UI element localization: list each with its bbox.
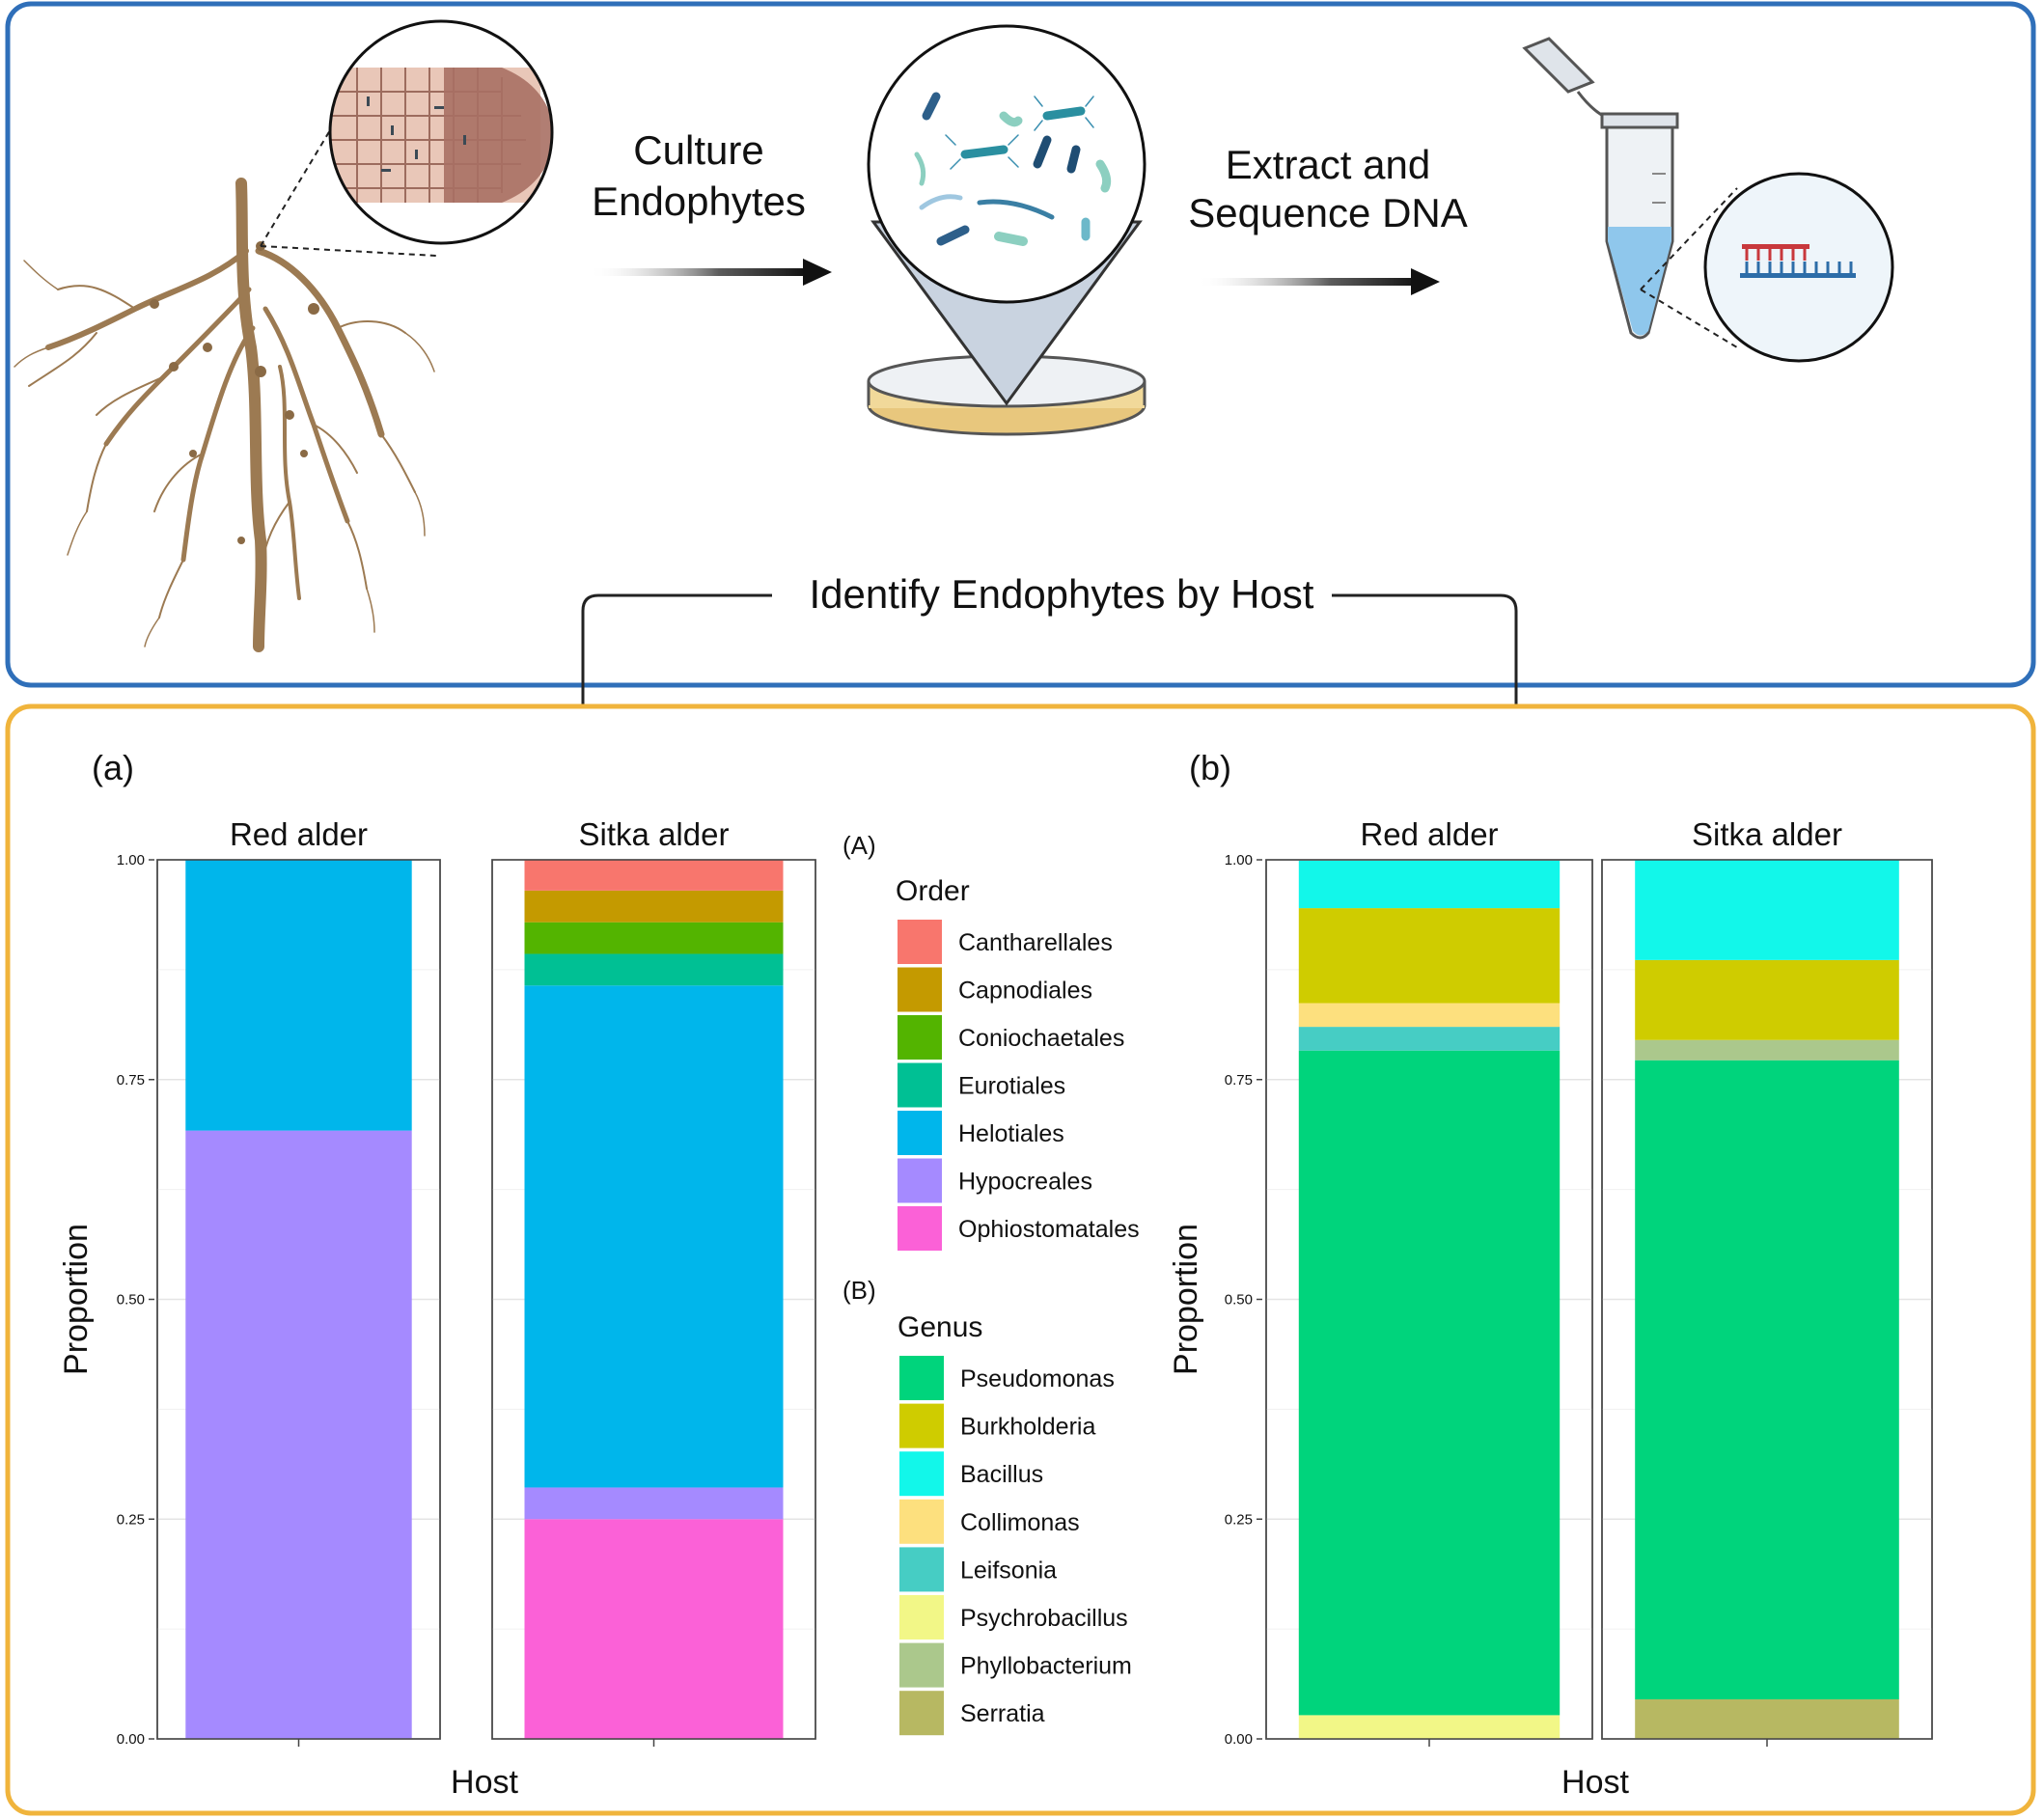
legend-label-psychrobacillus: Psychrobacillus [960, 1605, 1128, 1632]
legend-swatch-leifsonia [899, 1547, 944, 1592]
facet-label-red-alder: Red alder [1360, 816, 1498, 852]
bar-segment-sitka-alder-pseudomonas [1635, 1060, 1899, 1700]
legend-swatch-hypocreales [898, 1158, 942, 1203]
y-tick-label: 0.50 [117, 1292, 145, 1309]
legend-tag-b: (B) [842, 1276, 876, 1305]
step2-label-line2: Sequence DNA [1188, 190, 1468, 235]
legend-label-helotiales: Helotiales [958, 1120, 1064, 1147]
legend-swatch-helotiales [898, 1111, 942, 1155]
legend-tag-a: (A) [842, 831, 876, 860]
bar-segment-red-alder-pseudomonas [1298, 1050, 1561, 1716]
legend-label-ophiostomatales: Ophiostomatales [958, 1216, 1140, 1243]
legend-title-a: Order [896, 875, 970, 907]
legend-label-capnodiales: Capnodiales [958, 978, 1092, 1005]
legend-label-collimonas: Collimonas [960, 1509, 1080, 1536]
step2-label-line1: Extract and [1226, 142, 1430, 187]
legend-label-eurotiales: Eurotiales [958, 1073, 1065, 1100]
legend-swatch-pseudomonas [899, 1356, 944, 1400]
step2-arrow [1197, 268, 1440, 295]
bar-segment-sitka-alder-capnodiales [524, 890, 784, 923]
legend-swatch-collimonas [899, 1499, 944, 1544]
legend-label-phyllobacterium: Phyllobacterium [960, 1653, 1132, 1680]
legend-label-serratia: Serratia [960, 1700, 1045, 1727]
step1-arrow [589, 259, 832, 286]
legend-label-leifsonia: Leifsonia [960, 1557, 1057, 1584]
bar-segment-sitka-alder-serratia [1635, 1699, 1899, 1739]
dna-zoom [1703, 172, 1894, 363]
bar-segment-sitka-alder-cantharellales [524, 860, 784, 891]
bar-segment-red-alder-hypocreales [185, 1130, 412, 1739]
sample-tube [1522, 37, 1679, 340]
legend-title-b: Genus [898, 1311, 982, 1343]
legend-label-burkholderia: Burkholderia [960, 1414, 1095, 1441]
legend-swatch-burkholderia [899, 1403, 944, 1448]
branch-connector-right [1332, 593, 1518, 729]
bar-segment-red-alder-leifsonia [1298, 1027, 1561, 1051]
bacteria-zoom [867, 24, 1146, 304]
legend-swatch-capnodiales [898, 967, 942, 1012]
bar-segment-sitka-alder-burkholderia [1635, 959, 1899, 1040]
legend-swatch-coniochaetales [898, 1015, 942, 1060]
legend-label-hypocreales: Hypocreales [958, 1169, 1092, 1196]
legend-swatch-phyllobacterium [899, 1642, 944, 1688]
step1-label-line1: Culture [633, 127, 763, 173]
legend-swatch-eurotiales [898, 1062, 942, 1108]
bar-segment-sitka-alder-phyllobacterium [1635, 1039, 1899, 1061]
branch-connector-left [581, 593, 772, 729]
legend-label-bacillus: Bacillus [960, 1461, 1043, 1488]
bar-segment-sitka-alder-ophiostomatales [524, 1519, 784, 1739]
y-axis-label-b: Proportion [1168, 1224, 1204, 1375]
y-axis-label-a: Proportion [58, 1224, 95, 1375]
facet-label-sitka-alder: Sitka alder [579, 816, 730, 852]
bar-segment-sitka-alder-helotiales [524, 985, 784, 1488]
root-illustration [14, 178, 435, 652]
root-tip-zoom [328, 19, 554, 245]
legend-label-cantharellales: Cantharellales [958, 929, 1113, 956]
legend-swatch-cantharellales [898, 920, 942, 964]
bar-segment-red-alder-collimonas [1298, 1003, 1561, 1028]
y-tick-label: 0.25 [117, 1511, 145, 1528]
facet-label-sitka-alder: Sitka alder [1692, 816, 1842, 852]
panel-label-b: (b) [1189, 748, 1231, 787]
step3-label: Identify Endophytes by Host [810, 571, 1314, 617]
legend-label-coniochaetales: Coniochaetales [958, 1025, 1124, 1052]
bar-segment-red-alder-burkholderia [1298, 908, 1561, 1004]
panel-label-a: (a) [92, 748, 134, 787]
bar-segment-sitka-alder-hypocreales [524, 1487, 784, 1520]
bar-segment-red-alder-helotiales [185, 860, 412, 1131]
y-tick-label: 0.00 [1225, 1731, 1253, 1748]
chart-a: (a) Red alder Sitka alder 0.00 0.25 0.50 0.75 1… [58, 748, 1140, 1801]
bar-segment-sitka-alder-eurotiales [524, 953, 784, 986]
chart-b: (b) Red alder Sitka alder 0.00 0.25 0.50 0.75 1… [842, 748, 1933, 1801]
facet-label-red-alder: Red alder [230, 816, 368, 852]
y-tick-label: 1.00 [117, 852, 145, 868]
bar-segment-red-alder-bacillus [1298, 860, 1561, 909]
legend-swatch-serratia [899, 1691, 944, 1736]
bar-segment-red-alder-psychrobacillus [1298, 1715, 1561, 1739]
y-tick-label: 0.50 [1225, 1292, 1253, 1309]
y-tick-label: 0.25 [1225, 1511, 1253, 1528]
y-tick-label: 0.75 [1225, 1072, 1253, 1089]
legend-swatch-ophiostomatales [898, 1206, 942, 1251]
legend-swatch-bacillus [899, 1451, 944, 1497]
bar-segment-sitka-alder-coniochaetales [524, 922, 784, 954]
y-tick-label: 1.00 [1225, 852, 1253, 868]
y-tick-label: 0.75 [117, 1072, 145, 1089]
y-tick-label: 0.00 [117, 1731, 145, 1748]
x-axis-label-a: Host [451, 1764, 518, 1801]
legend-swatch-psychrobacillus [899, 1595, 944, 1640]
bar-segment-sitka-alder-bacillus [1635, 860, 1899, 960]
legend-label-pseudomonas: Pseudomonas [960, 1365, 1115, 1392]
x-axis-label-b: Host [1561, 1764, 1629, 1801]
step1-label-line2: Endophytes [592, 179, 806, 224]
